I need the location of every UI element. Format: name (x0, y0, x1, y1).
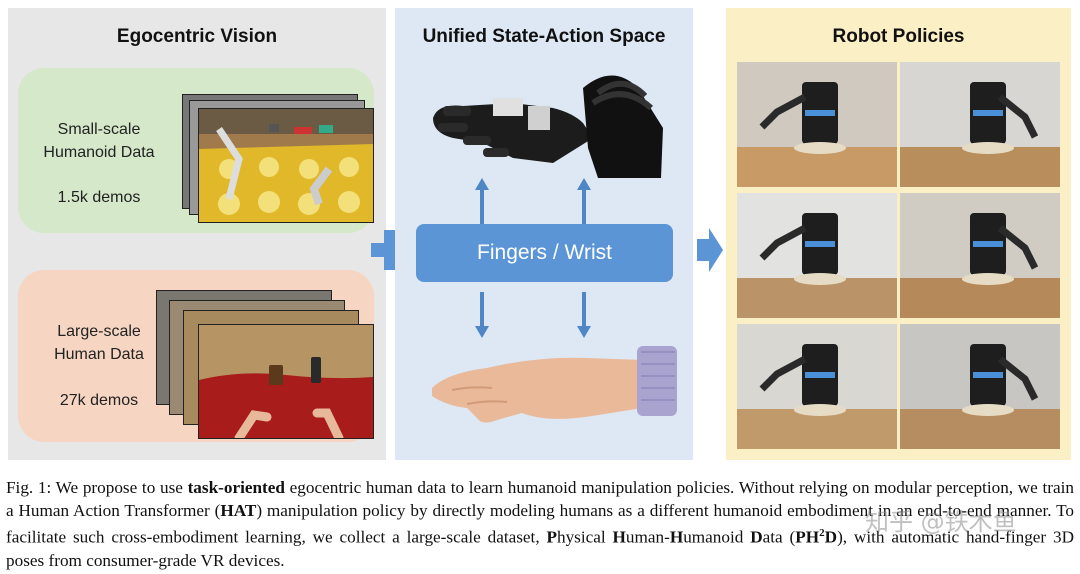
arrow-down-icon (475, 292, 489, 338)
arrow-up-icon (475, 178, 489, 224)
caption-text: uman- (625, 527, 670, 547)
caption-bold: PH (795, 527, 820, 547)
robot-policies-title: Robot Policies (832, 26, 965, 47)
humanoid-data-label: Small-scale Humanoid Data (43, 121, 155, 161)
arrow-up-icon (577, 178, 591, 224)
arrow-right-icon (697, 228, 723, 272)
caption-bold: P (546, 527, 557, 547)
human-egocentric-image (198, 324, 374, 439)
caption-bold: D (824, 527, 838, 547)
fingers-wrist-box: Fingers / Wrist (416, 224, 673, 282)
caption-text: ), with automatic hand-finger 3D poses f… (6, 527, 1074, 570)
robot-policy-photo (737, 193, 897, 318)
arrow-down-icon (577, 292, 591, 338)
humanoid-data-box: Small-scale Humanoid Data 1.5k demos (18, 68, 374, 233)
watermark: 知乎 @铁木鱼 (865, 508, 1017, 536)
caption-text: umanoid (683, 527, 751, 547)
robot-policy-photo (900, 62, 1060, 187)
caption-text: ) manipulation policy by directly modeli… (6, 501, 1075, 547)
caption-fig-label: Fig. 1: (6, 478, 52, 497)
caption-bold: H (669, 527, 684, 547)
robot-policies-panel: Robot Policies (726, 8, 1071, 460)
robot-policy-photo (737, 324, 897, 449)
unified-space-title: Unified State-Action Space (422, 26, 666, 47)
human-data-box: Large-scale Human Data 27k demos (18, 270, 374, 442)
human-hand-icon (432, 346, 677, 423)
caption-bold: D (750, 527, 763, 547)
robot-policy-photo (737, 62, 897, 187)
human-data-label: Large-scale Human Data (54, 323, 144, 363)
caption-text: hysical (556, 527, 613, 547)
caption-text: ata ( (762, 527, 796, 547)
caption-bold: HAT (220, 501, 257, 520)
caption-bold: H (612, 527, 626, 547)
humanoid-egocentric-image (198, 108, 374, 223)
robot-policy-photo (900, 193, 1060, 318)
caption-bold: task-oriented (187, 478, 285, 497)
humanoid-demo-count: 1.5k demos (57, 189, 141, 206)
caption-text: egocentric human data to learn humanoid … (6, 478, 1074, 520)
egocentric-vision-panel: Egocentric Vision Small-scale Humanoid D… (8, 8, 386, 460)
human-demo-count: 27k demos (59, 392, 139, 409)
egocentric-vision-title: Egocentric Vision (116, 26, 278, 47)
caption-superscript: 2 (819, 527, 825, 539)
caption-text: We propose to use (51, 478, 188, 497)
robot-policy-photo (900, 324, 1060, 449)
figure-caption: Fig. 1: We propose to use task-oriented … (6, 476, 1074, 572)
robot-hand-icon (433, 75, 663, 178)
